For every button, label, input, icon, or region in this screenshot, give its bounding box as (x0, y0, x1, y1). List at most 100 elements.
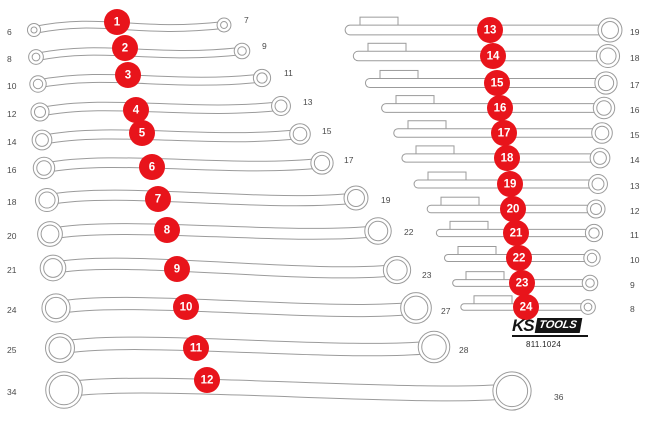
wrench-outline-6 (32, 151, 334, 180)
wrench-number-badge: 14 (480, 43, 506, 69)
ring-hole (32, 78, 44, 90)
size-label-left: 8 (7, 54, 12, 64)
ring-hole (386, 259, 408, 281)
badge-circle (145, 186, 171, 212)
ring-hole (601, 21, 619, 39)
ring-hole (597, 74, 615, 92)
wrench-number: 8 (164, 225, 171, 237)
size-label-left: 14 (7, 137, 17, 147)
wrench-outline-3 (29, 68, 272, 93)
size-label-right: 17 (344, 155, 354, 165)
ring-hole (586, 252, 598, 264)
ring-hole (33, 105, 47, 119)
wrench-number: 13 (484, 25, 497, 37)
size-label-right: 17 (630, 80, 640, 90)
wrench-number-badge: 3 (115, 62, 141, 88)
brand-tools-text: TOOLS (537, 319, 578, 331)
badge-circle (194, 367, 220, 393)
wrench-number: 20 (507, 204, 520, 216)
size-label-right: 10 (630, 255, 640, 265)
ring-hole (599, 47, 617, 65)
ring-hole (421, 334, 447, 360)
wrench-number-badge: 9 (164, 256, 190, 282)
article-number: 811.1024 (526, 340, 562, 349)
ring-hole (44, 296, 68, 320)
wrench-number: 11 (190, 343, 203, 355)
wrench-number: 7 (155, 194, 161, 206)
ring-hole (256, 72, 268, 84)
wrench-number: 15 (491, 78, 504, 90)
badge-circle (487, 95, 513, 121)
wrench-number-badge: 12 (194, 367, 220, 393)
badge-circle (112, 35, 138, 61)
ring-hole (38, 191, 56, 209)
brand-tools-box: TOOLS (534, 318, 582, 333)
brand-logo-row: KS TOOLS (512, 317, 588, 337)
size-label-right: 28 (459, 345, 469, 355)
badge-circle (480, 43, 506, 69)
size-label-right: 15 (322, 126, 332, 136)
wrench-outline-21 (435, 220, 604, 243)
size-label-right: 36 (554, 392, 564, 402)
wrench-outline-9 (39, 254, 412, 285)
size-label-right: 15 (630, 130, 640, 140)
badge-circle (503, 220, 529, 246)
wrench-number: 2 (122, 43, 128, 55)
ring-hole (588, 227, 600, 239)
wrench-number-badge: 23 (509, 270, 535, 296)
badge-circle (509, 270, 535, 296)
ring-hole (48, 336, 72, 360)
ring-hole (48, 374, 80, 406)
size-label-left: 10 (7, 81, 17, 91)
ring-hole (347, 189, 365, 207)
wrench-number-badge: 20 (500, 196, 526, 222)
badge-circle (173, 294, 199, 320)
size-label-right: 9 (262, 41, 267, 51)
wrench-number: 18 (501, 153, 514, 165)
wrench-number: 14 (487, 51, 500, 63)
size-label-right: 7 (244, 15, 249, 25)
wrench-number-badge: 22 (506, 245, 532, 271)
brand-ks-text: KS (512, 316, 535, 335)
wrench-number-badge: 13 (477, 17, 503, 43)
size-label-left: 20 (7, 231, 17, 241)
wrench-number-badge: 21 (503, 220, 529, 246)
wrench-number: 23 (516, 278, 529, 290)
ring-hole (43, 258, 63, 278)
size-label-left: 16 (7, 165, 17, 175)
size-label-right: 23 (422, 270, 432, 280)
badge-circle (500, 196, 526, 222)
size-label-right: 12 (630, 206, 640, 216)
wrench-number-badge: 19 (497, 171, 523, 197)
ring-hole (593, 151, 607, 165)
wrench-number: 4 (133, 105, 140, 117)
ring-hole (292, 126, 308, 142)
ring-hole (367, 220, 389, 242)
size-label-left: 18 (7, 197, 17, 207)
wrench-outline-10 (41, 292, 432, 324)
badge-circle (115, 62, 141, 88)
wrench-number: 24 (520, 302, 533, 314)
wrench-number-badge: 2 (112, 35, 138, 61)
badge-circle (123, 97, 149, 123)
ring-hole (594, 125, 610, 141)
size-label-right: 13 (630, 181, 640, 191)
ring-hole (30, 26, 38, 34)
size-label-left: 6 (7, 27, 12, 37)
size-label-right: 22 (404, 227, 414, 237)
wrench-number: 16 (494, 103, 507, 115)
ring-hole (585, 278, 595, 288)
wrench-number-badge: 1 (104, 9, 130, 35)
wrench-number-badge: 11 (183, 335, 209, 361)
ring-hole (274, 99, 288, 113)
size-label-right: 18 (630, 53, 640, 63)
ring-hole (589, 202, 603, 216)
ring-hole (313, 154, 331, 172)
wrench-number-badge: 4 (123, 97, 149, 123)
wrench-number: 21 (510, 228, 523, 240)
badge-circle (183, 335, 209, 361)
badge-circle (477, 17, 503, 43)
badge-circle (497, 171, 523, 197)
wrench-number-badge: 18 (494, 145, 520, 171)
